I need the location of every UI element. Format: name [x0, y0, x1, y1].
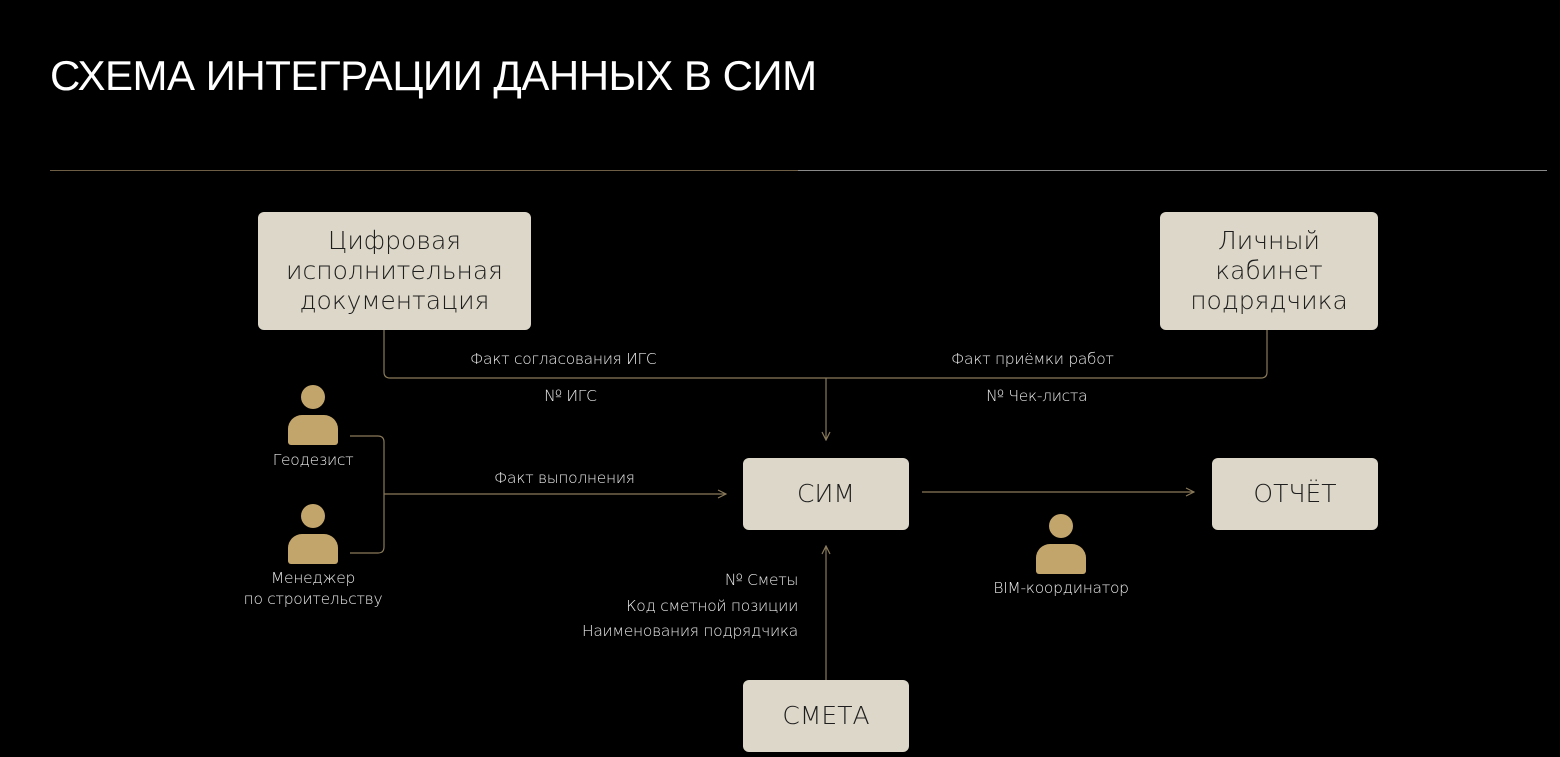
person-head-icon — [301, 385, 325, 409]
label-fact-igs: Факт согласования ИГС — [470, 350, 657, 368]
person-body-icon — [288, 534, 338, 564]
person-head-icon — [1049, 514, 1073, 538]
person-body-icon — [288, 415, 338, 445]
person-icon-geodesist — [288, 385, 338, 445]
title-divider-right — [798, 170, 1547, 171]
person-icon-bim-coordinator — [1036, 514, 1086, 574]
page-title: СХЕМА ИНТЕГРАЦИИ ДАННЫХ В СИМ — [50, 52, 817, 99]
person-head-icon — [301, 504, 325, 528]
person-icon-manager — [288, 504, 338, 564]
node-digital-documentation: Цифровая исполнительная документация — [258, 212, 531, 330]
connector-cid-to-bus — [383, 330, 826, 379]
role-manager: Менеджер по строительству — [243, 569, 383, 608]
title-divider-left — [50, 170, 798, 171]
node-contractor-cabinet: Личный кабинет подрядчика — [1160, 212, 1378, 330]
label-fact-execution: Факт выполнения — [494, 469, 635, 487]
role-geodesist: Геодезист — [272, 451, 354, 469]
connector-lk-to-bus — [826, 330, 1268, 379]
node-report: ОТЧЁТ — [1212, 458, 1378, 530]
label-code-position: Код сметной позиции — [626, 597, 798, 615]
label-fact-acceptance: Факт приёмки работ — [951, 350, 1114, 368]
node-smeta: СМЕТА — [743, 680, 909, 752]
label-contractor-names: Наименования подрядчика — [581, 622, 798, 640]
label-num-igs: № ИГС — [544, 387, 597, 405]
label-num-checklist: № Чек-листа — [986, 387, 1088, 405]
person-body-icon — [1036, 544, 1086, 574]
label-num-smeta: № Сметы — [724, 571, 799, 589]
node-sim: СИМ — [743, 458, 909, 530]
role-bim-coordinator: BIM-координатор — [993, 579, 1129, 597]
